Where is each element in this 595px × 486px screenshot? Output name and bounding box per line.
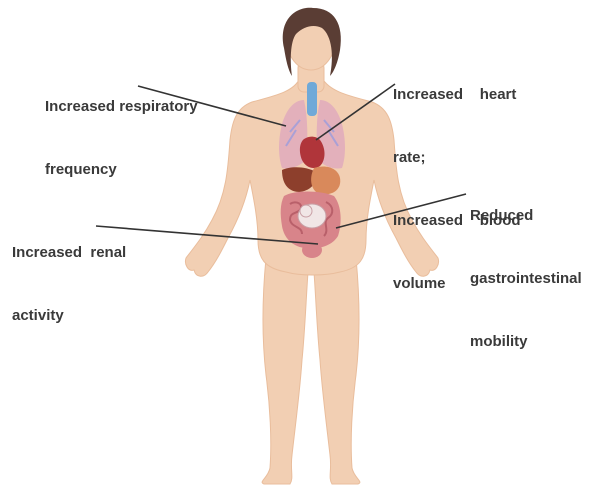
label-gi-line-2: gastrointestinal xyxy=(470,268,582,289)
trachea xyxy=(307,82,317,116)
label-respiratory-line-2: frequency xyxy=(45,159,198,180)
fetus-head xyxy=(300,205,312,217)
bladder xyxy=(302,242,322,258)
label-respiratory-line-1: Increased respiratory xyxy=(45,96,198,117)
label-gi: Reduced gastrointestinal mobility xyxy=(470,163,582,373)
left-leg xyxy=(262,258,308,484)
label-renal: Increased renal activity xyxy=(12,200,126,347)
right-leg xyxy=(314,258,360,484)
label-gi-line-1: Reduced xyxy=(470,205,582,226)
label-gi-line-3: mobility xyxy=(470,331,582,352)
label-renal-line-2: activity xyxy=(12,305,126,326)
label-respiratory: Increased respiratory frequency xyxy=(45,54,198,201)
label-renal-line-1: Increased renal xyxy=(12,242,126,263)
label-heart-line-1: Increased heart xyxy=(393,84,521,105)
